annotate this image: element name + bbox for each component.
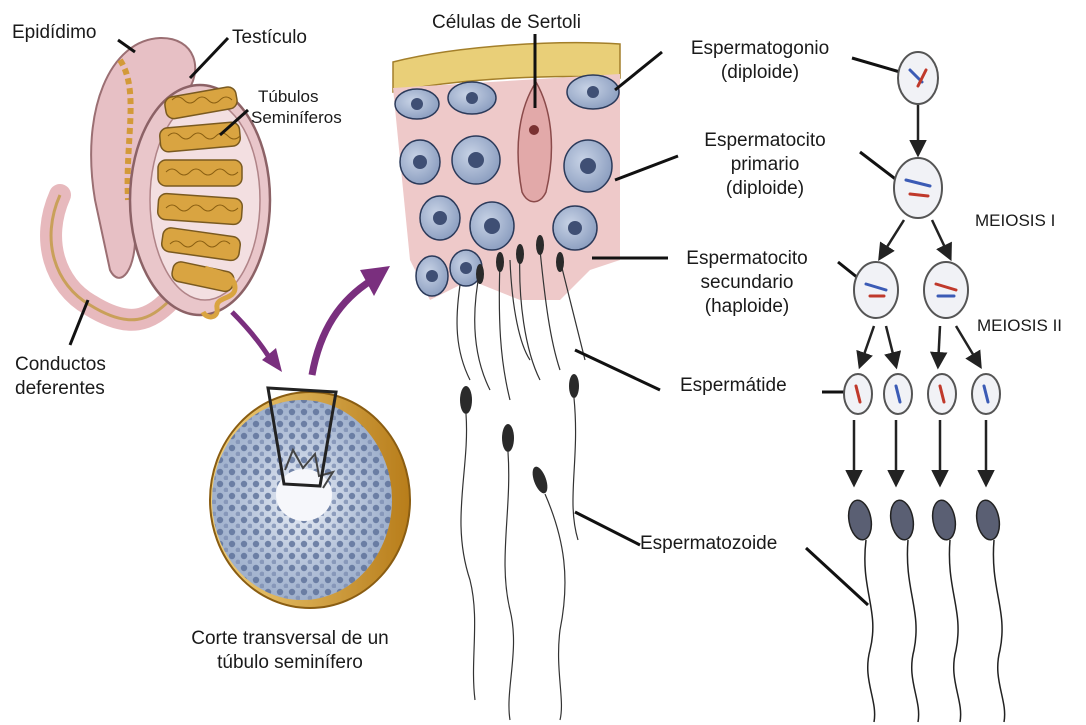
secondary-spermatocyte-cell — [854, 262, 898, 318]
label-espermatocito-primario-c: (diploide) — [680, 178, 850, 200]
label-sertoli: Células de Sertoli — [432, 12, 581, 34]
label-espermatogonio-ploidy: (diploide) — [668, 62, 852, 84]
label-conductos: Conductos — [15, 354, 106, 376]
label-espermatocito-secundario-c: (haploide) — [662, 296, 832, 318]
label-espermatide: Espermátide — [680, 375, 787, 397]
label-espermatocito-primario-b: primario — [680, 154, 850, 176]
sperm-head — [846, 498, 875, 541]
label-espermatocito-primario-a: Espermatocito — [680, 130, 850, 152]
sperm-head — [974, 498, 1003, 541]
secondary-spermatocyte-cell — [924, 262, 968, 318]
primary-spermatocyte-cell — [894, 158, 942, 218]
testis-illustration — [51, 38, 270, 320]
tubule-cross-section — [210, 388, 410, 608]
label-espermatocito-secundario-b: secundario — [662, 272, 832, 294]
label-testiculo: Testículo — [232, 27, 307, 49]
sperm-head — [888, 498, 917, 541]
purple-arrows — [232, 266, 390, 375]
label-meiosis-1: MEIOSIS I — [975, 210, 1055, 232]
label-corte-line2: túbulo seminífero — [175, 652, 405, 674]
label-espermatozoide: Espermatozoide — [640, 533, 777, 555]
epithelium-illustration — [393, 43, 620, 720]
sperm-head — [930, 498, 959, 541]
label-deferentes: deferentes — [15, 378, 105, 400]
label-corte-line1: Corte transversal de un — [175, 628, 405, 650]
label-meiosis-2: MEIOSIS II — [977, 315, 1062, 337]
label-seminiferos: Seminíferos — [251, 107, 342, 129]
label-espermatocito-secundario-a: Espermatocito — [662, 248, 832, 270]
label-epididimo: Epidídimo — [12, 22, 97, 44]
label-espermatogonio: Espermatogonio — [668, 38, 852, 60]
meiosis-lineage — [806, 52, 1005, 722]
label-tubulos: Túbulos — [258, 86, 318, 108]
